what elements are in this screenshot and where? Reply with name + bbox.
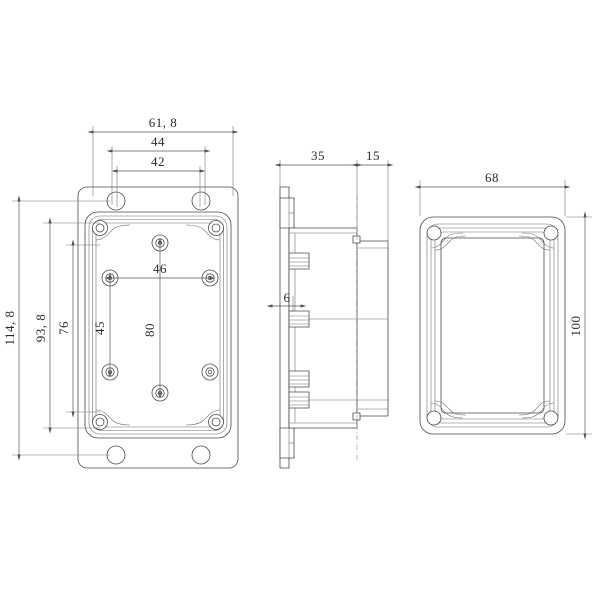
rear-gasket-curve-bl <box>430 402 464 419</box>
view-rear-gasket: 68 100 <box>414 170 592 440</box>
front-corner-fillet-group <box>95 224 221 426</box>
rear-gasket-curve-br <box>521 402 555 419</box>
rear-gasket-curve-tr <box>521 232 555 249</box>
rear-gasket-curve-tl <box>430 232 464 249</box>
front-flange-hole-br <box>192 446 210 464</box>
rear-corner-hole-group <box>427 226 558 425</box>
side-boss-4 <box>289 392 309 408</box>
front-corner-boss-br-hole <box>212 418 220 426</box>
dimlabel-height-100: 100 <box>568 316 583 337</box>
rear-groove-band-2 <box>430 227 555 424</box>
front-fillet-bl <box>95 409 131 426</box>
front-body-cavity <box>95 222 221 428</box>
front-corner-boss-bl <box>93 415 108 430</box>
rear-gasket-corner-group <box>430 232 555 419</box>
side-flange-strip <box>280 187 289 468</box>
dimlabel-width-68: 68 <box>485 170 499 185</box>
front-body-inner-wall-2 <box>92 219 224 431</box>
side-lid-lip-bottom <box>353 413 360 420</box>
front-corner-boss-br <box>209 415 224 430</box>
side-boss-1 <box>289 253 309 269</box>
dimlabel-width-46: 46 <box>153 261 167 276</box>
front-corner-boss-tl <box>93 221 108 236</box>
front-body-inner-wall-1 <box>88 215 228 435</box>
dimlabel-height-938: 93, 8 <box>33 314 48 343</box>
dimlabel-height-45: 45 <box>92 321 107 335</box>
rear-gasket-curve-br-2 <box>518 400 551 416</box>
view-side-section: 35 15 6 <box>266 148 394 468</box>
front-boss-low-right-hole <box>208 370 212 374</box>
rear-gasket-curve-tr-2 <box>518 235 551 251</box>
dimlabel-height-1148: 114, 8 <box>2 310 17 345</box>
dimlabel-width-618: 61, 8 <box>149 115 178 130</box>
rear-hole-br <box>544 411 558 425</box>
front-fillet-tl <box>95 224 131 241</box>
front-corner-boss-tl-hole <box>96 224 104 232</box>
rear-hole-tl <box>427 226 441 240</box>
rear-gasket-curve-bl-2 <box>434 400 467 416</box>
rear-hole-bl <box>427 411 441 425</box>
rear-gasket-curve-tl-2 <box>434 235 467 251</box>
rear-groove-band-3 <box>434 231 551 420</box>
front-fillet-br <box>185 409 221 426</box>
side-lid-lip-top <box>353 236 360 243</box>
side-boss-3 <box>289 371 309 387</box>
front-corner-boss-tr <box>209 221 224 236</box>
dimlabel-thickness-6: 6 <box>284 290 291 305</box>
rear-groove-band-1 <box>426 223 559 428</box>
front-fillet-tr <box>185 224 221 241</box>
dimlabel-height-80: 80 <box>142 323 157 337</box>
dimlabel-depth-15: 15 <box>366 148 380 163</box>
side-boss-2 <box>289 311 309 327</box>
front-corner-boss-tr-hole <box>212 224 220 232</box>
dimlabel-width-44: 44 <box>151 134 165 149</box>
rear-hole-tr <box>544 226 558 240</box>
rear-inner-cavity <box>441 238 544 413</box>
front-corner-boss-group <box>93 221 224 430</box>
front-body-outer-wall <box>85 212 231 438</box>
dimlabel-width-42: 42 <box>151 154 165 169</box>
front-corner-boss-bl-hole <box>96 418 104 426</box>
front-boss-low-right <box>202 364 218 380</box>
side-lid-section <box>357 241 388 416</box>
front-boss-low-right-ring <box>206 368 214 376</box>
side-internal-boss-group <box>289 253 309 408</box>
dimlabel-height-76: 76 <box>56 321 71 335</box>
dimlabel-depth-35: 35 <box>311 148 325 163</box>
view-front-plan: 61, 8 44 42 114, 8 93, 8 76 45 80 <box>2 115 239 468</box>
front-flange-hole-tr <box>192 192 210 210</box>
